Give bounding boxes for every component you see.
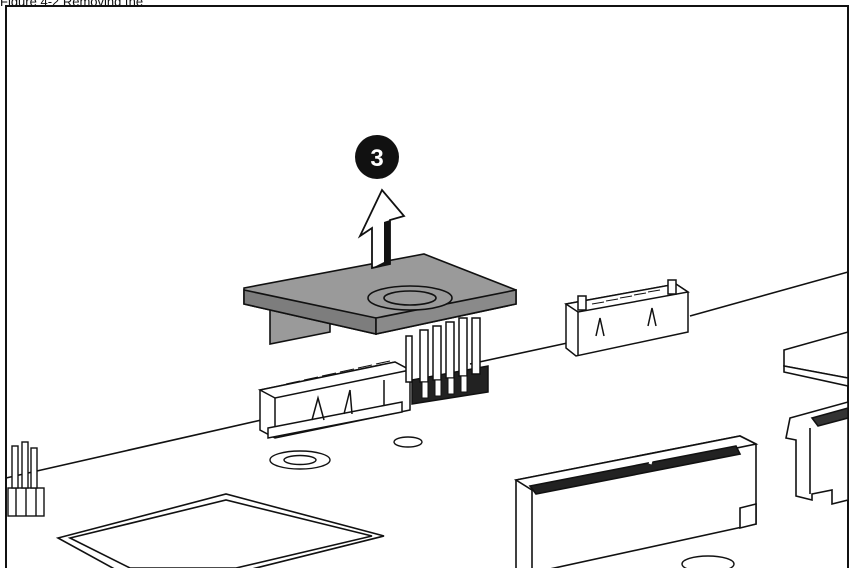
module-card: [243, 253, 517, 345]
chip-pad: [55, 493, 385, 568]
pin-connector: [405, 317, 489, 405]
board-outline: [5, 271, 849, 479]
mount-holes: [269, 436, 735, 568]
pin-header-left: [7, 441, 45, 517]
right-slots: [783, 330, 849, 506]
small-connector: [564, 279, 690, 357]
figure-caption: Figure 4-2 Removing the: [0, 0, 144, 9]
callout-badge: 3: [355, 135, 399, 179]
callout-number: 3: [370, 145, 383, 172]
expansion-slot: [513, 435, 759, 568]
up-arrow-icon: [357, 188, 406, 270]
